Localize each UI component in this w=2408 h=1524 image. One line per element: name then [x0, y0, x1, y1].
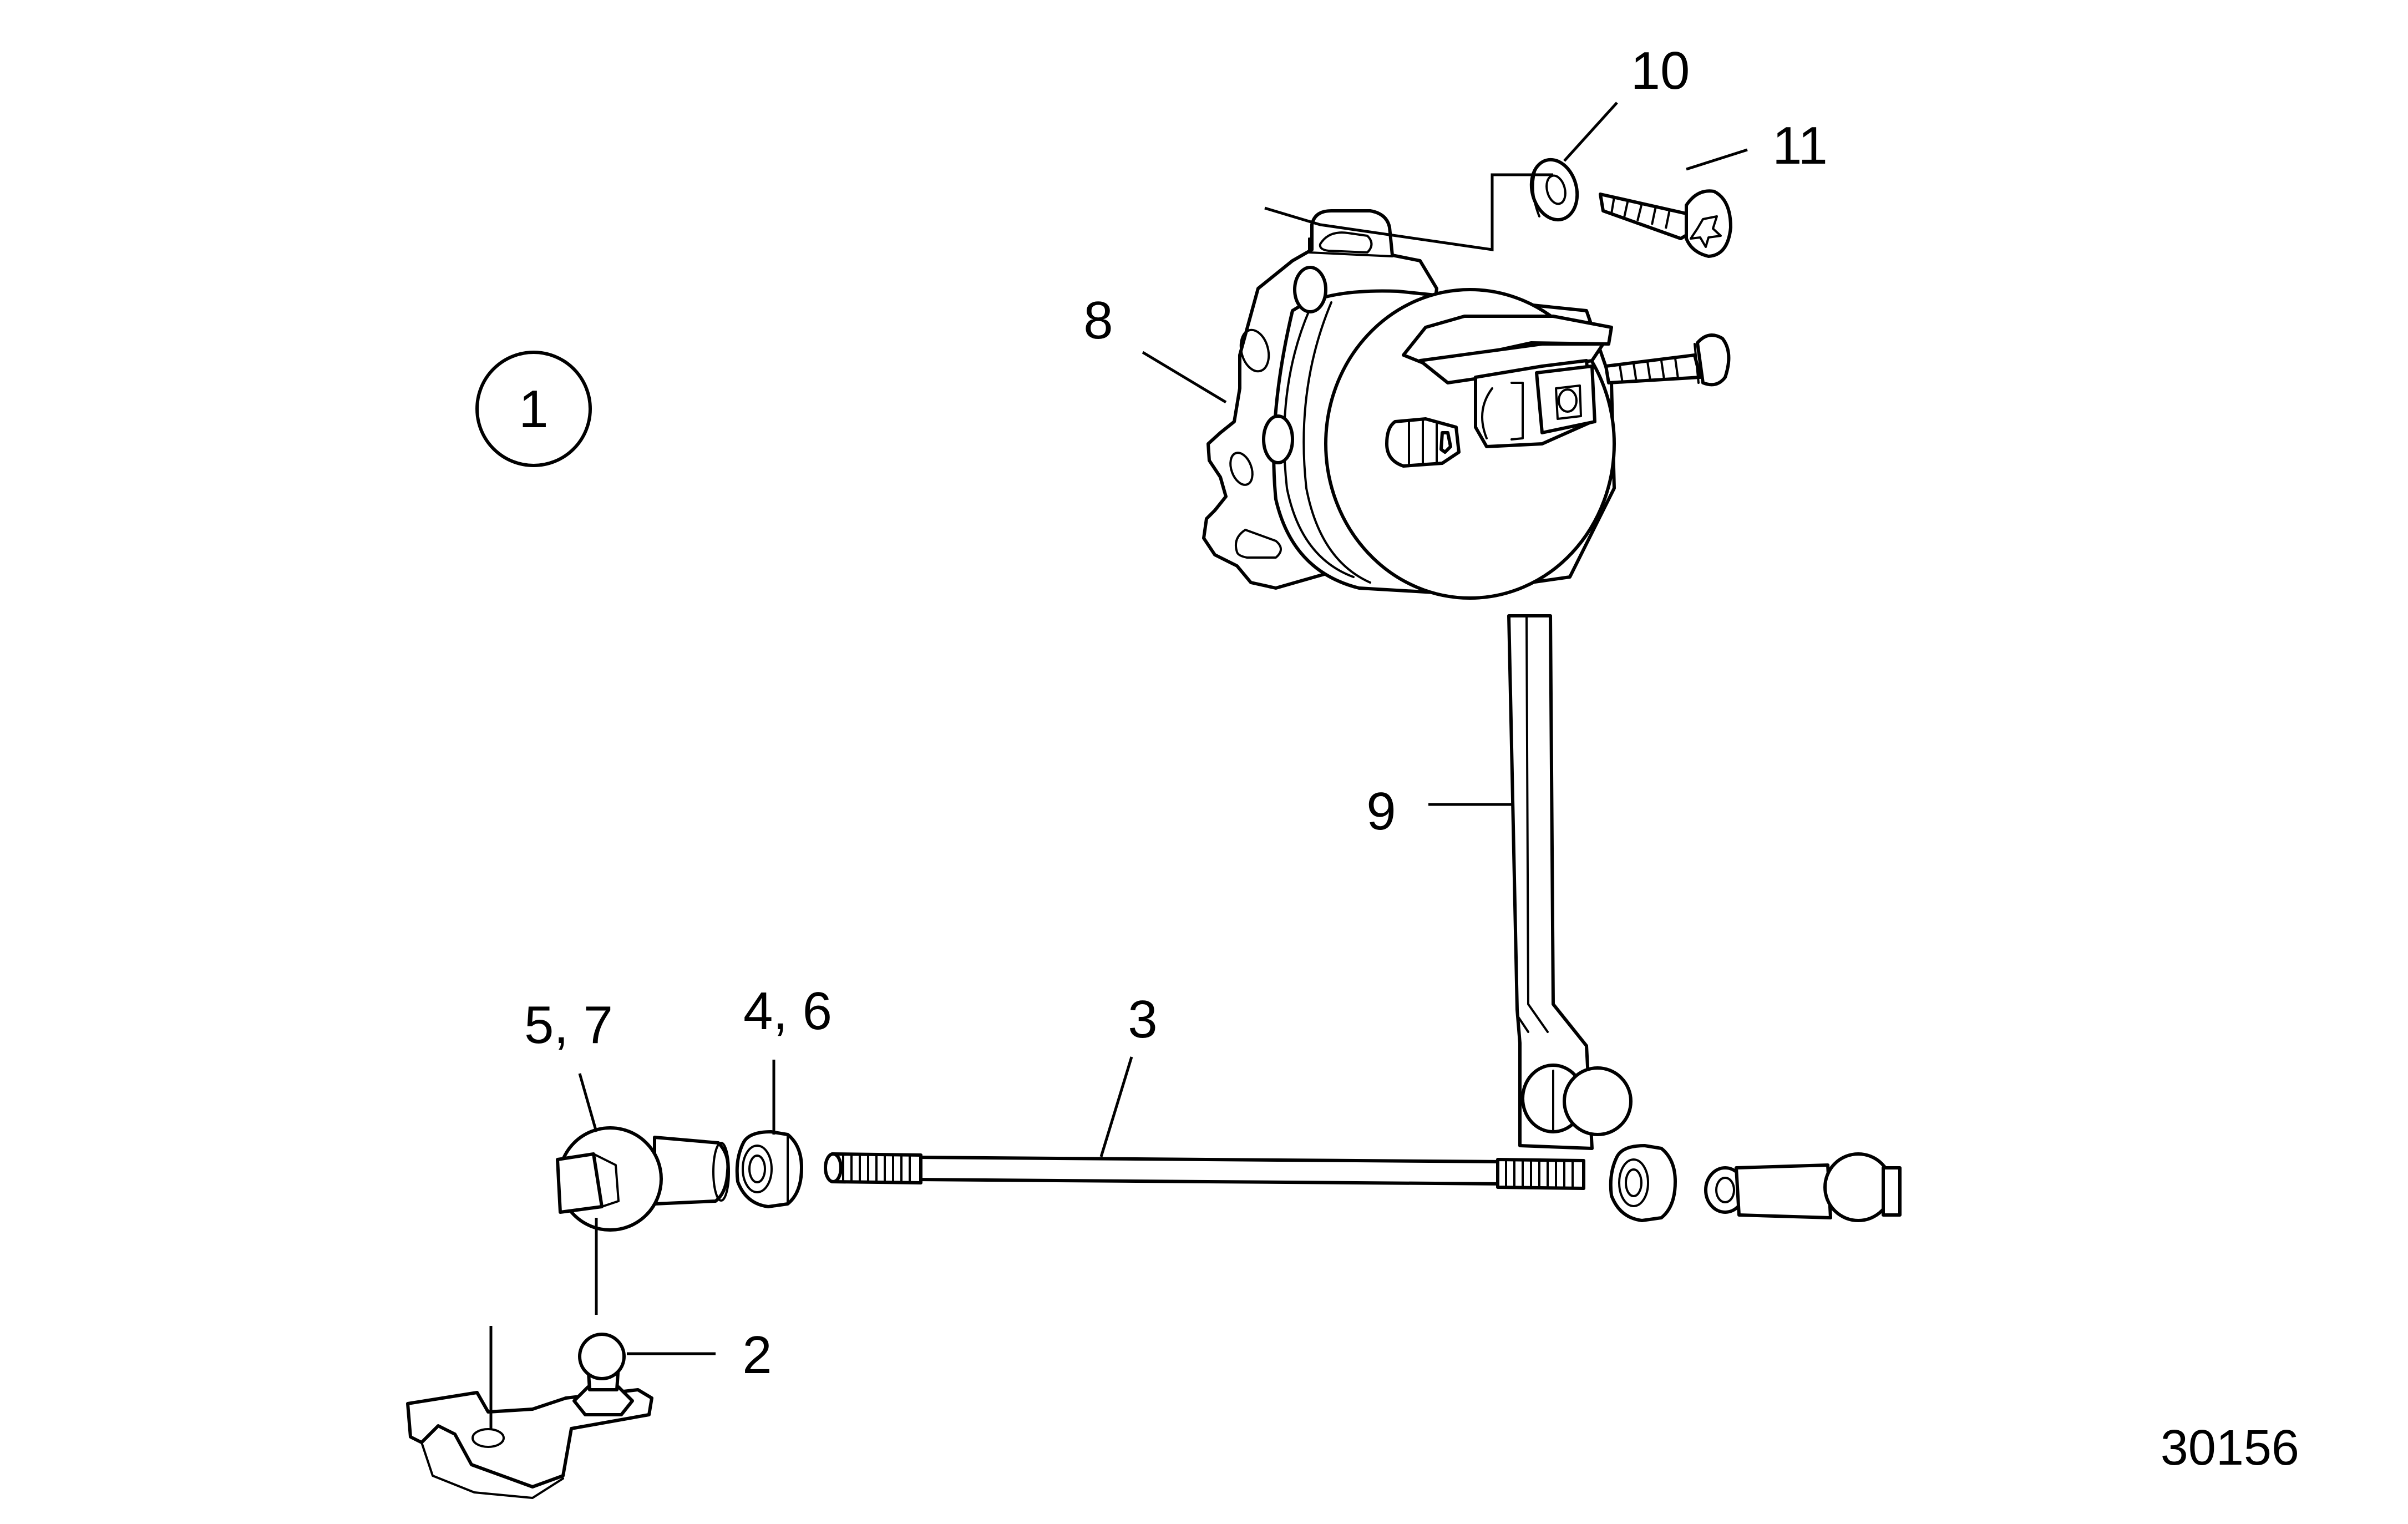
- ball-socket-part-5-7-right: [1704, 1152, 1902, 1222]
- callout-3: 3: [1128, 990, 1157, 1049]
- callout-5-7: 5, 7: [524, 995, 613, 1055]
- drawing-number: 30156: [2161, 1420, 2299, 1476]
- leveling-motor-part-8: [1202, 209, 1616, 600]
- callout-9: 9: [1366, 782, 1396, 841]
- screw-part-11: [1599, 189, 1732, 258]
- screw-part-11-lower: [1604, 333, 1731, 387]
- callout-4-6: 4, 6: [743, 981, 832, 1041]
- ball-socket-part-5-7-left: [556, 1126, 730, 1232]
- nut-part-4-6-right: [1609, 1144, 1677, 1222]
- nut-part-4-6-left: [735, 1130, 803, 1208]
- callout-11: 11: [1772, 116, 1828, 175]
- callout-2: 2: [742, 1325, 772, 1385]
- view-number-marker: 1: [475, 351, 592, 467]
- view-number-text: 1: [519, 379, 548, 439]
- callout-10: 10: [1631, 41, 1690, 100]
- bracket-ball-stud-part-2: [406, 1333, 653, 1499]
- washer-part-10: [1529, 158, 1579, 222]
- leader-lines: [489, 102, 1748, 1429]
- lever-part-9: [1507, 614, 1633, 1150]
- callout-8: 8: [1083, 291, 1113, 350]
- threaded-rod-part-3: [824, 1152, 1585, 1190]
